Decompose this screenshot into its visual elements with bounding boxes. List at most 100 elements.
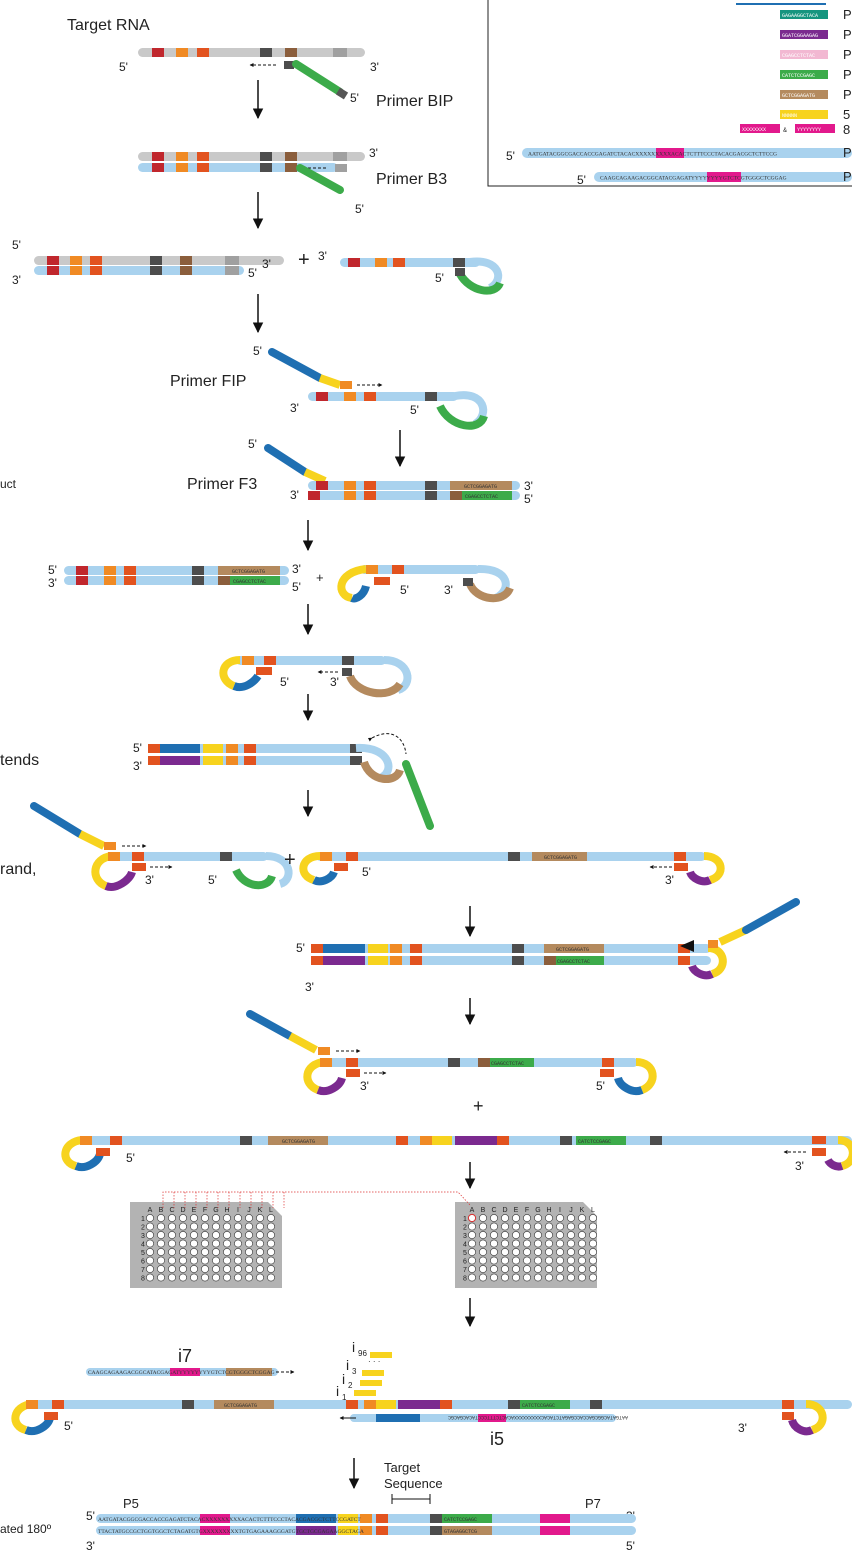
- plate-well: [556, 1231, 564, 1239]
- plate-row-label: 6: [463, 1259, 467, 1266]
- plate-column-label: C: [169, 1207, 174, 1214]
- legend-swatch: [780, 10, 828, 19]
- svg-text:96: 96: [358, 1349, 367, 1358]
- plate-well: [567, 1222, 575, 1231]
- plate-well: [190, 1265, 198, 1273]
- p7-label: P7: [585, 1496, 601, 1511]
- svg-text:i: i: [336, 1383, 339, 1399]
- plate-column-label: F: [525, 1207, 529, 1214]
- step-indexing: i7 CAAGCAGAAGACGGCATACGAGATYYYYYYYYGTCTC…: [11, 1339, 852, 1449]
- plate-well: [223, 1265, 231, 1273]
- plate-well: [168, 1231, 176, 1239]
- step-primer-f3: 5' uct Primer F3 3' GCTCGGAGATG CGAGCCTC…: [0, 437, 533, 506]
- legend-seq2-text: CAAGCAGAAGACGGCATACGAGATYYYYYYYYGTCTCGTG…: [600, 176, 787, 182]
- plate-well: [267, 1239, 275, 1248]
- plate-well: [256, 1248, 264, 1256]
- plate-well: [523, 1239, 531, 1248]
- svg-text:P: P: [843, 145, 852, 160]
- plate-well: [223, 1239, 231, 1248]
- plate-well: [589, 1273, 597, 1282]
- svg-text:CATCTCCGAGC: CATCTCCGAGC: [578, 1139, 611, 1145]
- plate-row-label: 5: [463, 1250, 467, 1257]
- plate-well: [523, 1214, 531, 1222]
- plate-well: [179, 1214, 187, 1222]
- plate-well: [479, 1222, 487, 1231]
- svg-text:2: 2: [348, 1381, 353, 1390]
- plate-well: [556, 1239, 564, 1248]
- plate-well: [545, 1231, 553, 1239]
- plate-well: [556, 1248, 564, 1256]
- plate-well: [157, 1214, 165, 1222]
- svg-text:3': 3': [145, 873, 154, 887]
- svg-text:5': 5': [435, 271, 444, 285]
- plate-well: [223, 1256, 231, 1265]
- legend-seq2: 5' CAAGCAGAAGACGGCATACGAGATYYYYYYYYGTCTC…: [577, 169, 852, 187]
- step-primer-b3: 3' Primer B3 5': [138, 146, 447, 216]
- plate-row-label: 2: [141, 1225, 145, 1232]
- svg-text:3': 3': [665, 873, 674, 887]
- svg-text:CGAGCCTCTAC: CGAGCCTCTAC: [491, 1061, 524, 1067]
- plate-well: [490, 1273, 498, 1282]
- plus-3: +: [284, 849, 296, 871]
- plate-well: [501, 1265, 509, 1273]
- plate-well: [534, 1265, 542, 1273]
- target-sequence-label-2: Sequence: [384, 1476, 443, 1491]
- plate-well: [179, 1265, 187, 1273]
- plate-row-label: 6: [141, 1259, 145, 1266]
- plate-well: [567, 1248, 575, 1256]
- svg-text:3': 3': [330, 675, 339, 689]
- plate-well: [212, 1265, 220, 1273]
- legend-xy-row: XXXXXXXX & YYYYYYYY 8: [740, 122, 850, 137]
- plate-well: [179, 1248, 187, 1256]
- plate-well: [190, 1273, 198, 1282]
- legend-amp: &: [783, 128, 787, 134]
- plate-well: [545, 1222, 553, 1231]
- svg-text:5': 5': [248, 266, 257, 280]
- step-11: CGAGCCTCTAC 3' 5' +: [246, 1010, 657, 1116]
- plate-well: [567, 1265, 575, 1273]
- svg-text:CATCTCCGAGC: CATCTCCGAGC: [444, 1517, 477, 1523]
- plate-column-label: K: [258, 1207, 263, 1214]
- rand-label: rand,: [0, 861, 36, 878]
- svg-text:3': 3': [133, 759, 142, 773]
- svg-text:GCTCGGAGATG: GCTCGGAGATG: [464, 484, 497, 490]
- svg-text:5': 5': [126, 1151, 135, 1165]
- legend-swatch: [780, 70, 828, 79]
- plate-column-label: J: [247, 1207, 251, 1214]
- svg-text:3': 3': [738, 1421, 747, 1435]
- plate-well: [589, 1239, 597, 1248]
- legend-seq1-text: AATGATACGGCGACCACCGAGATCTACACXXXXXXXXXAC…: [528, 152, 777, 158]
- plate-well: [523, 1273, 531, 1282]
- plate-well: [468, 1231, 476, 1239]
- plate-well: [190, 1248, 198, 1256]
- plate-well: [479, 1214, 487, 1222]
- svg-text:P: P: [843, 169, 852, 184]
- plate-well: [146, 1248, 154, 1256]
- svg-text:3': 3': [360, 1079, 369, 1093]
- plate-row-label: 1: [463, 1216, 467, 1223]
- plate-well: [534, 1239, 542, 1248]
- plate-well: [179, 1239, 187, 1248]
- plate-well: [157, 1222, 165, 1231]
- plate-well: [157, 1265, 165, 1273]
- plate-well: [490, 1248, 498, 1256]
- plate-well: [578, 1248, 586, 1256]
- plate-well: [212, 1239, 220, 1248]
- plate-well: [223, 1222, 231, 1231]
- plate-well: [168, 1214, 176, 1222]
- tends-label: tends: [0, 752, 39, 769]
- plate-well: [479, 1273, 487, 1282]
- step-10: 5' 3' GCTCGGAGATG CGAGCCTCTAC: [296, 898, 800, 994]
- svg-text:5': 5': [350, 91, 359, 105]
- plate-well: [201, 1239, 209, 1248]
- plate-well: [245, 1214, 253, 1222]
- plate-well: [523, 1231, 531, 1239]
- svg-text:CGAGCCTCTAC: CGAGCCTCTAC: [465, 494, 498, 500]
- plate-well: [578, 1256, 586, 1265]
- legend-row-label: P: [843, 47, 852, 62]
- plate-well: [267, 1265, 275, 1273]
- plate-well: [512, 1248, 520, 1256]
- plate-column-label: L: [269, 1207, 273, 1214]
